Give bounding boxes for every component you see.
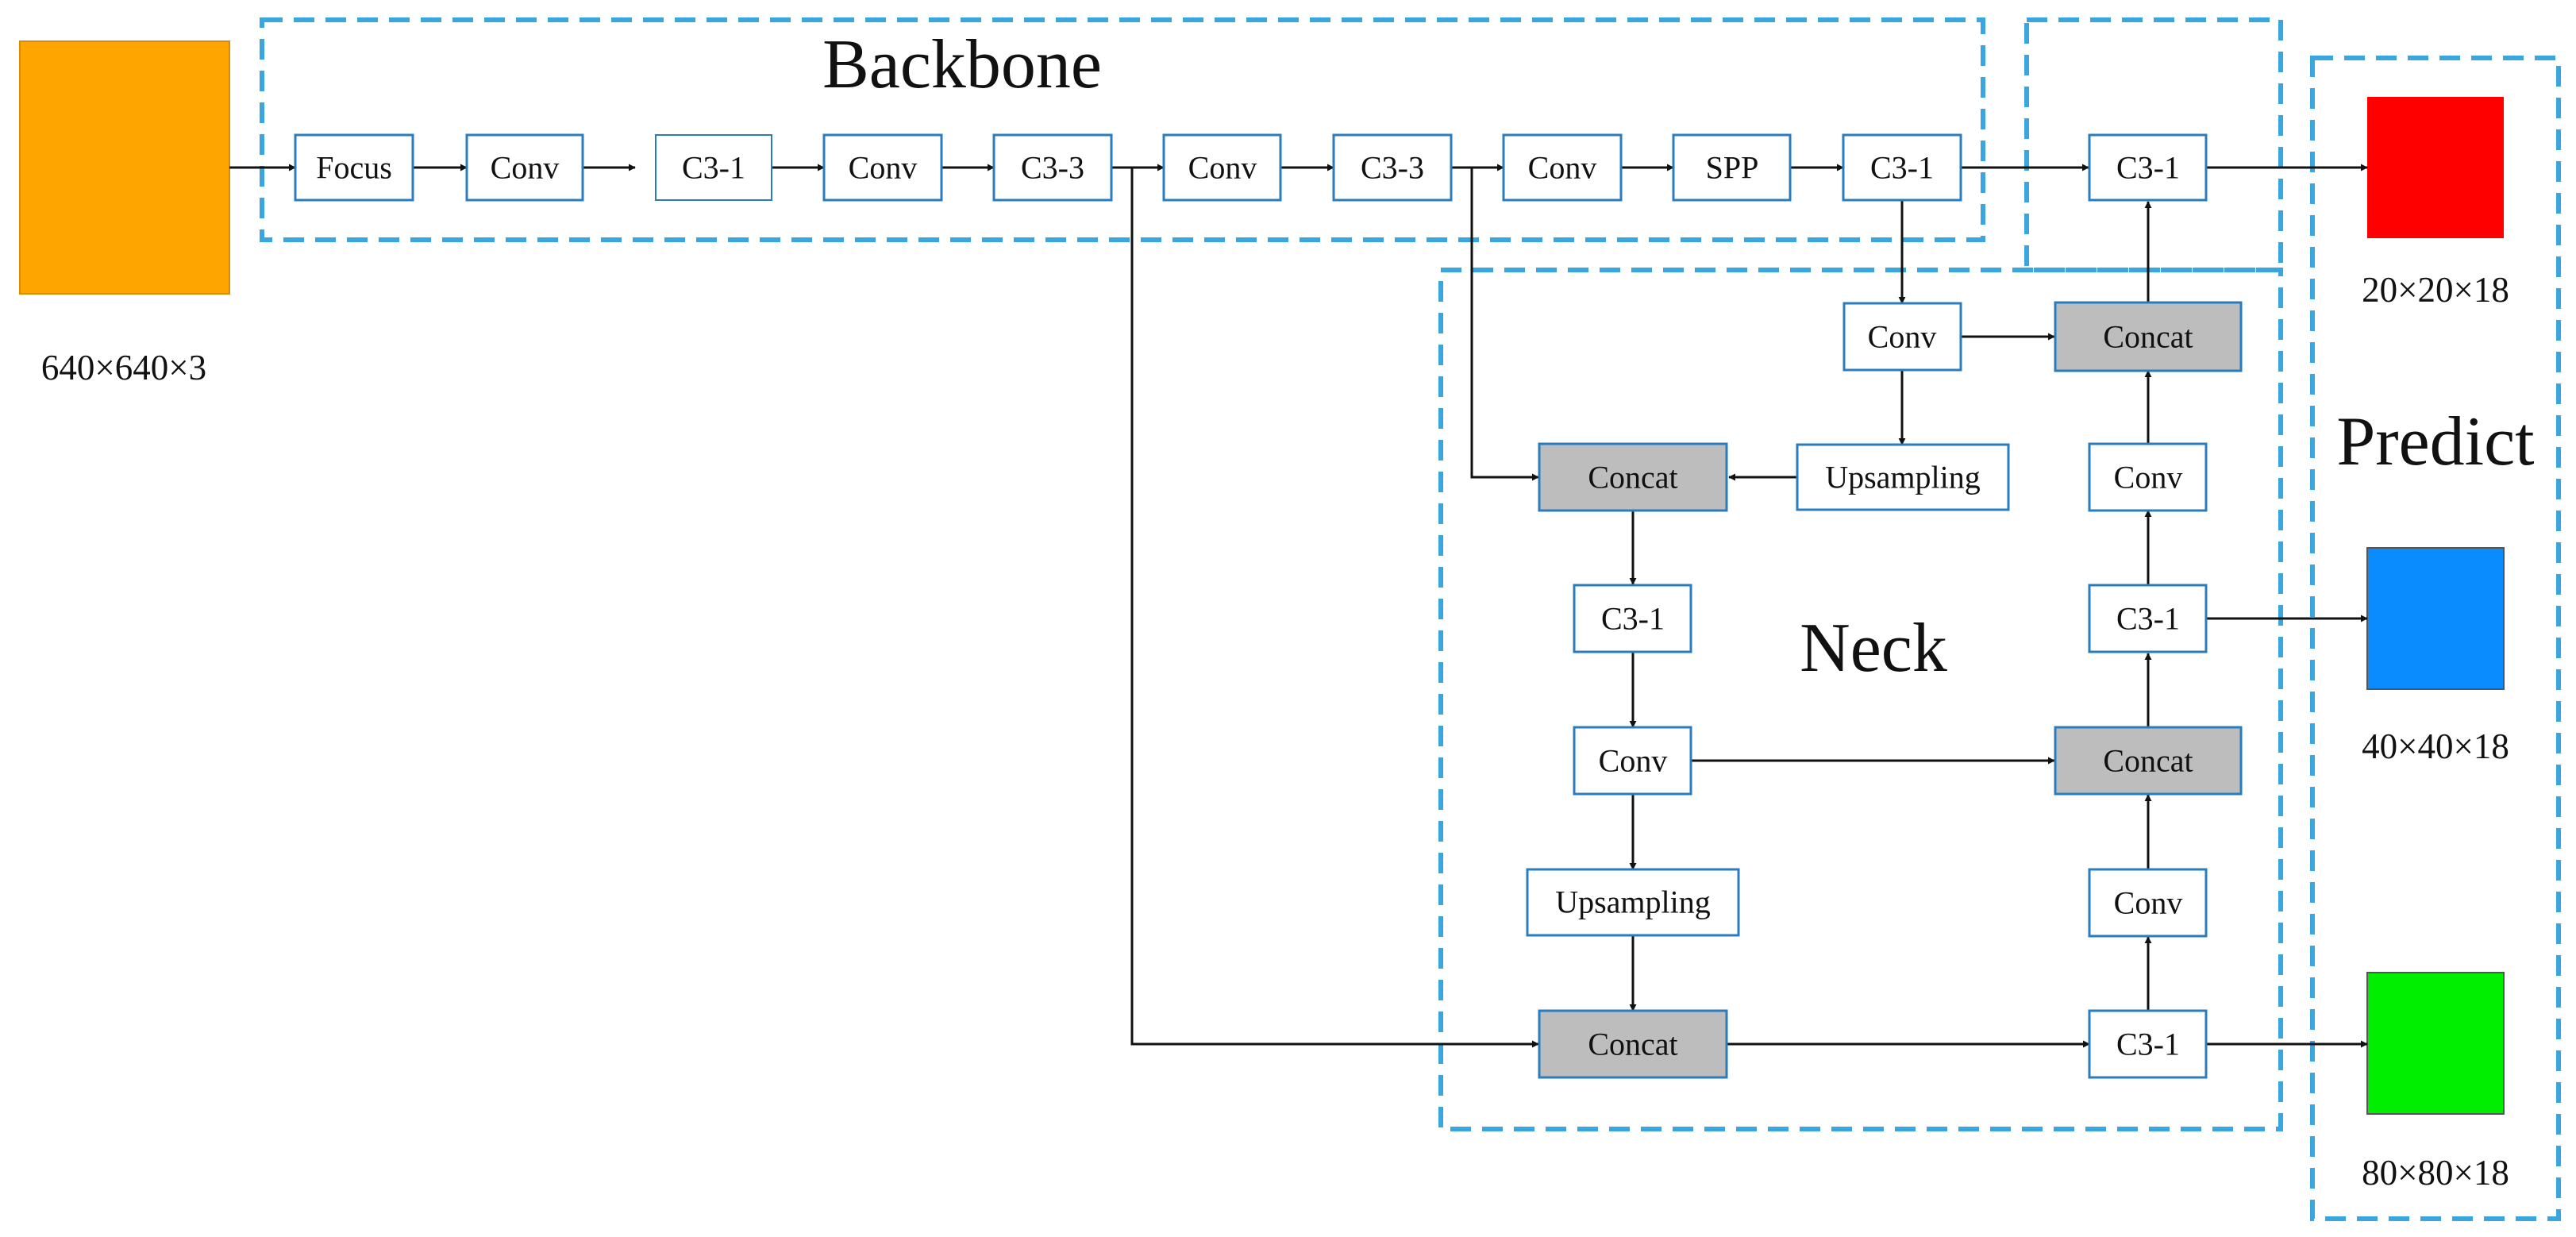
node-neck-c3-1-a: C3-1 [1573, 584, 1692, 653]
output-large-block [2367, 97, 2504, 238]
node-conv-3-label: Conv [1188, 150, 1257, 186]
node-c3-1-b: C3-1 [1842, 133, 1962, 202]
node-neck-concat-b: Concat [1538, 442, 1728, 512]
node-c3-1-a-label: C3-1 [682, 150, 745, 186]
node-c3-3-a: C3-3 [992, 133, 1113, 202]
node-neck-concat-d: Concat [2054, 726, 2243, 796]
node-neck-upsampling-b-label: Upsampling [1555, 884, 1711, 920]
node-c3-1-top-label: C3-1 [2116, 150, 2180, 186]
neck-title: Neck [1800, 610, 1947, 687]
node-neck-upsampling-a-label: Upsampling [1825, 460, 1981, 495]
node-conv-4-label: Conv [1528, 150, 1597, 186]
output-small-block [2366, 972, 2505, 1115]
node-neck-conv-a: Conv [1842, 302, 1962, 372]
connectors [229, 164, 2368, 1048]
output-large-dimension-label: 20×20×18 [2362, 270, 2509, 310]
node-neck-conv-d-label: Conv [2114, 460, 2183, 495]
backbone-group-extension-outline [2024, 17, 2283, 272]
node-neck-concat-d-label: Concat [2103, 743, 2193, 779]
node-c3-3-b-label: C3-3 [1361, 150, 1424, 186]
node-conv-2: Conv [822, 133, 943, 202]
input-image-block [19, 40, 230, 295]
input-dimension-label: 640×640×3 [41, 348, 206, 387]
predict-group-outline [2310, 56, 2561, 1221]
node-c3-3-b: C3-3 [1332, 133, 1453, 202]
node-neck-conv-b: Conv [1573, 726, 1692, 796]
node-c3-1-top: C3-1 [2088, 133, 2208, 202]
node-neck-c3-1-c: C3-1 [2088, 584, 2208, 653]
node-neck-conv-a-label: Conv [1868, 319, 1937, 355]
node-spp-label: SPP [1706, 150, 1759, 186]
node-neck-concat-b-label: Concat [1588, 460, 1677, 495]
arrow-c3-3a-skip-to-concat-bottom [1130, 168, 1539, 1048]
node-neck-concat-a-label: Concat [2103, 319, 2193, 355]
node-neck-c3-1-b-label: C3-1 [2116, 1027, 2180, 1062]
output-small-dimension-label: 80×80×18 [2362, 1153, 2509, 1193]
output-medium-dimension-label: 40×40×18 [2362, 726, 2509, 766]
node-c3-1-a: C3-1 [655, 134, 772, 201]
neck-group-outline [1438, 268, 2283, 1131]
node-neck-conv-d: Conv [2088, 442, 2208, 512]
node-neck-upsampling-b: Upsampling [1526, 868, 1740, 937]
node-neck-conv-c-label: Conv [2114, 885, 2183, 921]
node-neck-c3-1-a-label: C3-1 [1601, 601, 1665, 637]
node-conv-1-label: Conv [491, 150, 560, 186]
backbone-title: Backbone [822, 26, 1102, 103]
arrow-c3-3b-skip-to-concat [1470, 168, 1539, 481]
node-neck-concat-c-label: Concat [1588, 1027, 1677, 1062]
node-focus-label: Focus [316, 150, 392, 186]
node-neck-conv-b-label: Conv [1599, 743, 1668, 779]
node-neck-c3-1-b: C3-1 [2088, 1009, 2208, 1079]
node-spp: SPP [1672, 133, 1792, 202]
node-neck-concat-c: Concat [1538, 1009, 1728, 1079]
node-conv-1: Conv [465, 133, 584, 202]
node-neck-c3-1-c-label: C3-1 [2116, 601, 2180, 637]
node-conv-4: Conv [1502, 133, 1623, 202]
output-medium-block [2366, 547, 2505, 690]
node-c3-3-a-label: C3-3 [1021, 150, 1084, 186]
node-neck-conv-c: Conv [2088, 868, 2208, 938]
backbone-group-outline [260, 17, 1985, 242]
node-c3-1-b-label: C3-1 [1870, 150, 1934, 186]
node-neck-upsampling-a: Upsampling [1796, 443, 2010, 511]
predict-title: Predict [2336, 403, 2534, 480]
node-conv-3: Conv [1162, 133, 1282, 202]
node-neck-concat-a: Concat [2054, 301, 2243, 372]
node-focus: Focus [294, 133, 414, 202]
node-conv-2-label: Conv [849, 150, 918, 186]
